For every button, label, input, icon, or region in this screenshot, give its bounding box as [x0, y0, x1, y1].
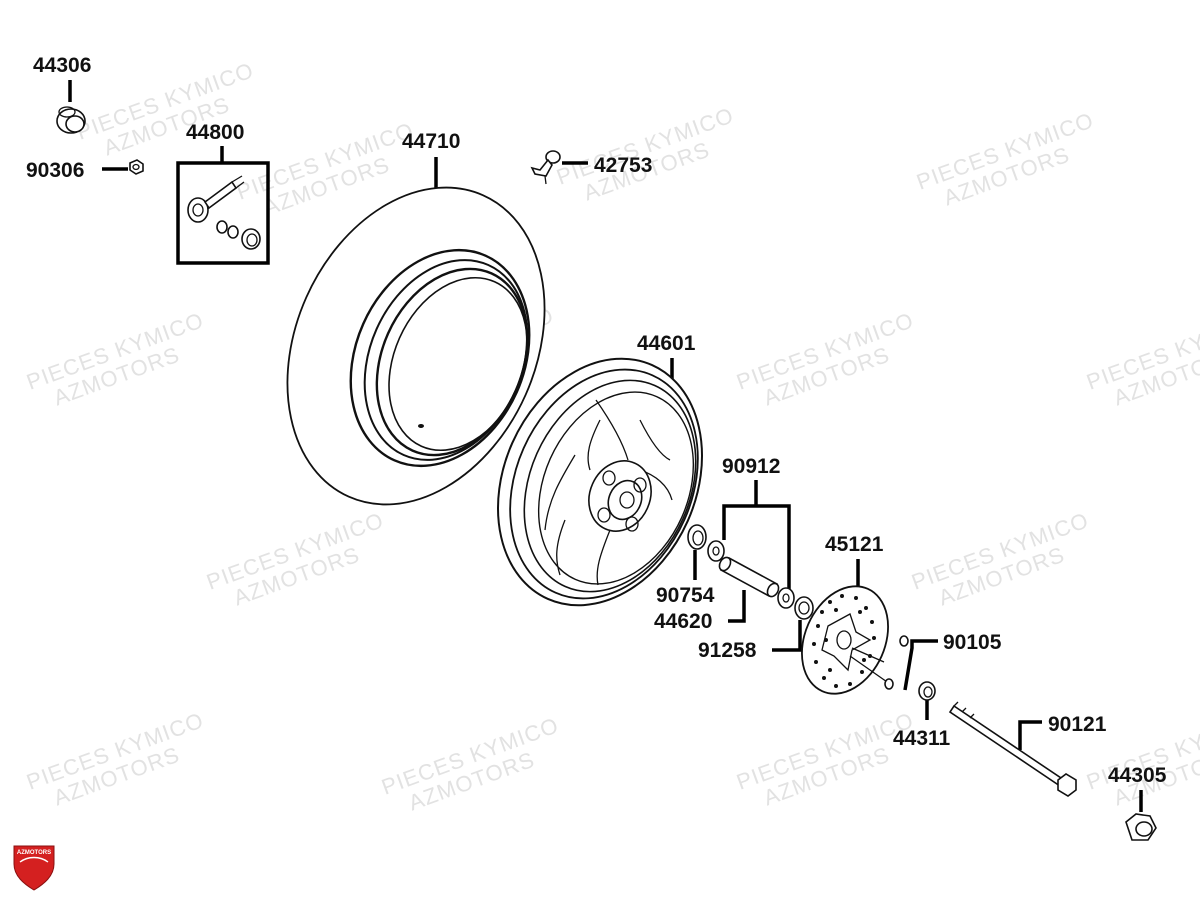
part-number-label: 90121 — [1048, 713, 1107, 736]
leader-line — [772, 620, 802, 652]
tyre-icon — [286, 186, 546, 506]
part-number-label: 90912 — [722, 455, 780, 478]
part-44800: 44800 — [176, 121, 270, 265]
part-number-label: 44305 — [1108, 764, 1167, 787]
part-number-label: 44620 — [654, 610, 712, 633]
part-44601: 44601 — [497, 332, 703, 607]
part-90754: 90754 — [656, 524, 715, 607]
seal-icon — [687, 524, 707, 550]
kit-frame — [176, 161, 270, 265]
part-number-label: 90105 — [943, 631, 1002, 654]
spacer-tube-icon — [718, 556, 780, 598]
part-44306: 44306 — [33, 54, 91, 134]
part-44710: 44710 — [286, 130, 546, 506]
part-44305: 44305 — [1108, 764, 1167, 841]
part-number-label: 42753 — [594, 154, 652, 177]
sensor-icon — [530, 150, 561, 185]
axle-bolt-icon — [948, 701, 1077, 797]
part-number-label: 90754 — [656, 584, 715, 607]
part-number-label: 91258 — [698, 639, 757, 662]
part-number-label: 44311 — [893, 727, 951, 750]
part-91258: 91258 — [698, 596, 814, 662]
nut-icon — [129, 159, 144, 175]
seal-ring-icon — [794, 596, 814, 620]
leader-line — [1018, 720, 1042, 750]
cap-nut-icon — [56, 106, 86, 134]
valve-stem-icon — [187, 175, 261, 250]
leader-line — [728, 590, 746, 623]
bracket-line — [722, 504, 791, 590]
part-90306: 90306 — [26, 159, 144, 182]
part-90912: 90912 — [707, 455, 795, 609]
part-44311: 44311 — [893, 681, 951, 750]
part-44620: 44620 — [654, 556, 780, 633]
collar-icon — [918, 681, 936, 701]
wheel-rim-icon — [497, 357, 703, 607]
part-number-label: 90306 — [26, 159, 84, 182]
part-90121: 90121 — [948, 701, 1107, 797]
azmotors-logo: AZMOTORS — [13, 845, 55, 891]
part-number-label: 44601 — [637, 332, 696, 355]
part-number-label: 44800 — [186, 121, 244, 144]
part-number-label: 45121 — [825, 533, 884, 556]
part-number-label: 44306 — [33, 54, 91, 77]
leader-line — [903, 639, 938, 691]
bearing-icon — [707, 540, 795, 609]
logo-text: AZMOTORS — [17, 850, 51, 856]
part-number-label: 44710 — [402, 130, 460, 153]
bolt-icon — [849, 635, 909, 690]
axle-nut-icon — [1125, 813, 1157, 841]
part-90105: 90105 — [849, 631, 1002, 691]
part-42753: 42753 — [530, 150, 652, 185]
